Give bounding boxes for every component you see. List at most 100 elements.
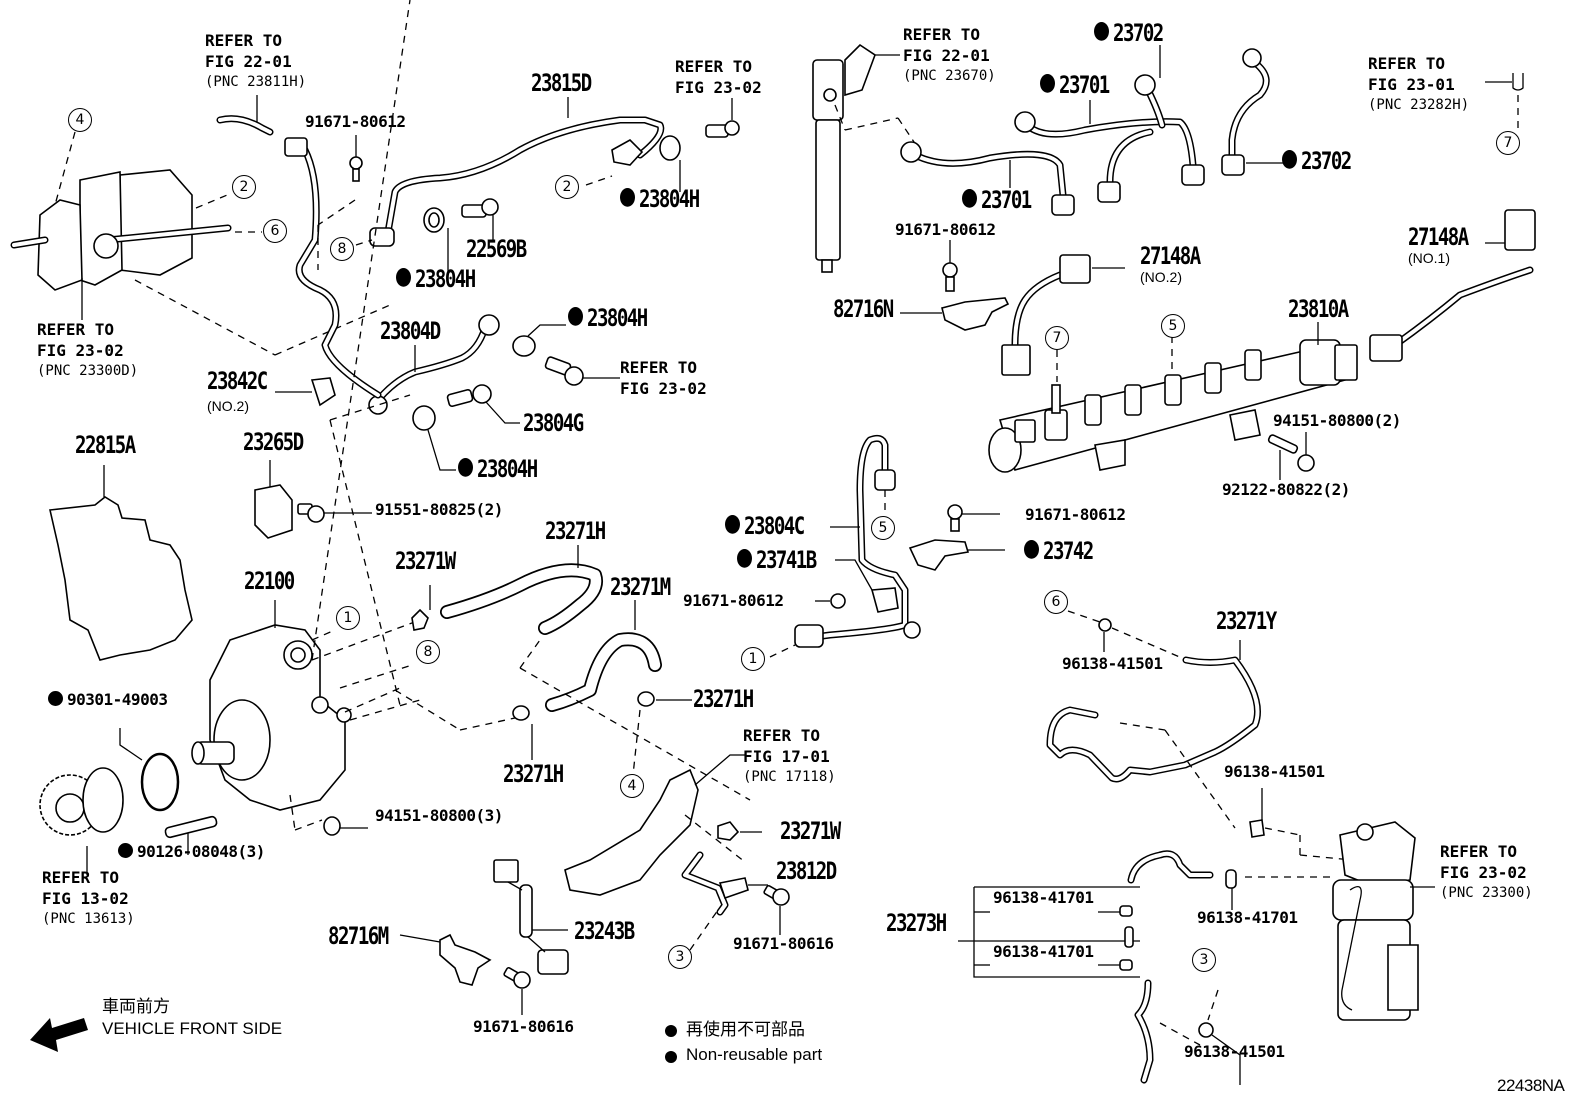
part-label-27148a-no2[interactable]: 27148A (NO.2)	[1140, 244, 1201, 284]
callout-2[interactable]: 2	[555, 175, 579, 199]
part-label-23804h[interactable]: 23804H	[620, 187, 700, 212]
reference-fig-22-01-pnc-23670[interactable]: REFER TO FIG 22-01 (PNC 23670)	[903, 24, 996, 87]
callout-4[interactable]: 4	[620, 774, 644, 798]
part-label-23815d[interactable]: 23815D	[531, 71, 592, 96]
reference-pnc: (PNC 17118)	[743, 769, 836, 785]
callout-4[interactable]: 4	[68, 108, 92, 132]
part-label-23804h[interactable]: 23804H	[396, 267, 476, 292]
part-note: (NO.1)	[1408, 250, 1450, 266]
part-label-23804c[interactable]: 23804C	[725, 514, 805, 539]
reference-fig-22-01-pnc-23811h[interactable]: REFER TO FIG 22-01 (PNC 23811H)	[205, 30, 306, 93]
callout-3[interactable]: 3	[1192, 948, 1216, 972]
part-label-91671-80612[interactable]: 91671-80612	[1025, 507, 1126, 523]
part-label-23812d[interactable]: 23812D	[776, 859, 837, 884]
part-number: 82716N	[833, 295, 894, 323]
part-label-91671-80612[interactable]: 91671-80612	[683, 591, 784, 610]
part-label-96138-41501[interactable]: 96138-41501	[1062, 656, 1163, 672]
part-label-91671-80616[interactable]: 91671-80616	[733, 936, 834, 952]
harness-no1-drawing	[1369, 209, 1536, 362]
part-label-23271m[interactable]: 23271M	[610, 575, 671, 600]
vehicle-front-label-en: VEHICLE FRONT SIDE	[102, 1019, 283, 1038]
reference-fig-23-02-bolt-mid[interactable]: REFER TO FIG 23-02	[620, 357, 707, 399]
part-label-91671-80612[interactable]: 91671-80612	[895, 222, 996, 238]
reference-fig-23-02-bolt-top[interactable]: REFER TO FIG 23-02	[675, 56, 762, 98]
sensor-harness-drawing	[399, 859, 569, 1015]
part-label-96138-41501[interactable]: 96138-41501	[1224, 764, 1325, 780]
part-label-23804g[interactable]: 23804G	[523, 411, 584, 436]
reference-line2: FIG 22-01	[903, 46, 990, 65]
part-label-23273h[interactable]: 23273H	[886, 911, 947, 936]
part-label-96138-41501[interactable]: 96138-41501	[1184, 1044, 1285, 1060]
part-number: 91671-80612	[683, 591, 784, 610]
callout-7[interactable]: 7	[1045, 326, 1069, 350]
part-number: 22815A	[75, 431, 136, 459]
part-number: 23271H	[693, 685, 754, 713]
reference-fig-23-02-pnc-23300d[interactable]: REFER TO FIG 23-02 (PNC 23300D)	[37, 319, 138, 382]
part-number: 23804D	[380, 317, 441, 345]
callout-5[interactable]: 5	[1161, 314, 1185, 338]
part-label-23271h[interactable]: 23271H	[545, 519, 606, 544]
part-label-22815a[interactable]: 22815A	[75, 431, 136, 459]
part-label-94151-80800-2[interactable]: 94151-80800(2)	[1273, 413, 1401, 429]
callout-3[interactable]: 3	[668, 945, 692, 969]
part-number: 23701	[981, 186, 1032, 214]
part-label-23804h[interactable]: 23804H	[458, 457, 538, 482]
part-label-92122-80822-2[interactable]: 92122-80822(2)	[1222, 482, 1350, 498]
non-reusable-icon	[396, 268, 411, 287]
part-label-23702[interactable]: 23702	[1094, 19, 1164, 47]
part-label-23742[interactable]: 23742	[1024, 539, 1094, 564]
part-label-23810a[interactable]: 23810A	[1288, 297, 1349, 322]
reference-line1: REFER TO	[675, 57, 753, 76]
injection-pipes-drawing	[900, 45, 1290, 216]
part-label-90301-49003[interactable]: 90301-49003	[48, 691, 168, 708]
reference-pnc: (PNC 23300)	[1440, 885, 1533, 901]
callout-5[interactable]: 5	[871, 516, 895, 540]
part-label-82716n[interactable]: 82716N	[833, 295, 894, 323]
part-label-23265d[interactable]: 23265D	[243, 430, 304, 455]
reference-line1: REFER TO	[1440, 842, 1518, 861]
part-label-23804h[interactable]: 23804H	[568, 306, 648, 331]
part-number: 22100	[244, 567, 295, 595]
part-label-23701[interactable]: 23701	[1040, 71, 1110, 99]
callout-1[interactable]: 1	[741, 647, 765, 671]
callout-1[interactable]: 1	[336, 606, 360, 630]
part-label-94151-80800-3[interactable]: 94151-80800(3)	[375, 808, 503, 824]
reference-fig-17-01-pnc-17118[interactable]: REFER TO FIG 17-01 (PNC 17118)	[743, 725, 836, 788]
part-number: 23701	[1059, 71, 1110, 99]
part-label-82716m[interactable]: 82716M	[328, 924, 389, 949]
part-label-96138-41701[interactable]: 96138-41701	[1197, 910, 1298, 926]
part-label-91551-80825[interactable]: 91551-80825(2)	[375, 502, 503, 518]
callout-6[interactable]: 6	[263, 219, 287, 243]
part-label-22569b[interactable]: 22569B	[466, 237, 527, 262]
part-label-96138-41701[interactable]: 96138-41701	[993, 944, 1094, 960]
part-label-23243b[interactable]: 23243B	[574, 919, 635, 944]
part-label-23842c[interactable]: 23842C (NO.2)	[207, 369, 268, 413]
part-label-22100[interactable]: 22100	[244, 567, 295, 595]
part-label-23271w[interactable]: 23271W	[395, 549, 456, 574]
part-label-23741b[interactable]: 23741B	[737, 548, 817, 573]
part-label-23271h[interactable]: 23271H	[503, 762, 564, 787]
callout-8[interactable]: 8	[330, 237, 354, 261]
part-label-27148a-no1[interactable]: 27148A (NO.1)	[1408, 225, 1469, 266]
reference-fig-13-02-pnc-13613[interactable]: REFER TO FIG 13-02 (PNC 13613)	[42, 867, 135, 930]
part-label-23701[interactable]: 23701	[962, 186, 1032, 214]
non-reusable-icon	[118, 843, 133, 858]
callout-6[interactable]: 6	[1044, 590, 1068, 614]
vehicle-front-label-jp: 車両前方	[102, 997, 170, 1016]
reference-fig-23-01-pnc-23282h[interactable]: REFER TO FIG 23-01 (PNC 23282H)	[1368, 53, 1469, 116]
reference-fig-23-02-pnc-23300[interactable]: REFER TO FIG 23-02 (PNC 23300)	[1440, 841, 1533, 904]
callout-8[interactable]: 8	[416, 640, 440, 664]
part-label-23702[interactable]: 23702	[1282, 149, 1352, 174]
part-label-90126-08048-3[interactable]: 90126-08048(3)	[118, 843, 265, 860]
part-label-23271w[interactable]: 23271W	[780, 819, 841, 844]
callout-2[interactable]: 2	[232, 175, 256, 199]
non-reusable-icon	[725, 515, 740, 534]
part-label-91671-80612[interactable]: 91671-80612	[305, 114, 406, 130]
part-label-23271y[interactable]: 23271Y	[1216, 609, 1277, 634]
callout-7[interactable]: 7	[1496, 131, 1520, 155]
part-label-91671-80616[interactable]: 91671-80616	[473, 1019, 574, 1035]
part-label-23271h[interactable]: 23271H	[693, 685, 754, 713]
part-label-23804d[interactable]: 23804D	[380, 317, 441, 345]
part-label-96138-41701[interactable]: 96138-41701	[993, 890, 1094, 906]
part-number: 23702	[1113, 19, 1164, 47]
